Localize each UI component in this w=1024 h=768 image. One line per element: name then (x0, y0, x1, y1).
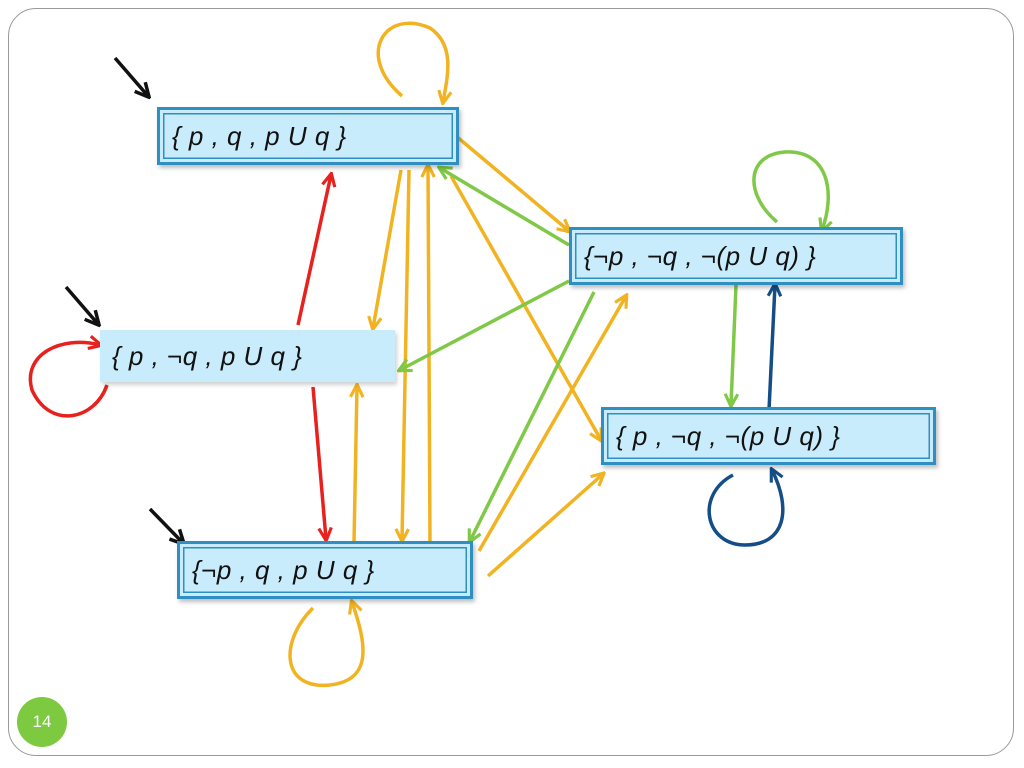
state-label-s1: { p , q , p U q } (172, 120, 347, 151)
self-loop-s3 (28, 342, 109, 418)
edge-s1-s3 (373, 169, 403, 328)
edge-s5-s3 (354, 386, 357, 544)
state-label-s2: {¬p , ¬q , ¬(p U q) } (584, 240, 817, 271)
edge-s4-s2 (769, 285, 775, 411)
edge-s2-s1 (440, 168, 570, 247)
initial-arrow-s5 (148, 507, 183, 543)
state-node-s3: { p , ¬q , p U q } (100, 330, 395, 382)
edge-s1-s2 (454, 134, 569, 231)
self-loop-s2 (752, 150, 828, 230)
state-node-s2: {¬p , ¬q , ¬(p U q) } (569, 227, 903, 285)
state-label-s5: {¬p , q , p U q } (192, 554, 375, 585)
edge-s5-s4 (486, 474, 603, 578)
initial-arrow-s1 (113, 56, 148, 96)
page-number-badge: 14 (17, 697, 67, 747)
self-loop-s1 (376, 21, 448, 102)
edge-s1-s4 (449, 175, 601, 440)
state-label-s4: { p , ¬q , ¬(p U q) } (616, 420, 841, 451)
state-node-s5: {¬p , q , p U q } (177, 541, 473, 599)
self-loop-s5 (288, 602, 365, 687)
edge-s3-s1 (296, 175, 331, 326)
state-node-s1: { p , q , p U q } (157, 107, 459, 165)
self-loop-s4 (707, 470, 785, 547)
edge-s2-s4 (731, 284, 736, 405)
edge-s2-s3 (400, 279, 570, 370)
state-label-s3: { p , ¬q , p U q } (112, 340, 303, 371)
edge-s5-s2 (477, 296, 626, 552)
initial-arrow-s3 (64, 285, 98, 324)
edge-s3-s5 (311, 386, 326, 539)
edge-s2-s5 (470, 291, 596, 541)
state-node-s4: { p , ¬q , ¬(p U q) } (601, 407, 936, 465)
edge-s1-s5 (402, 169, 411, 540)
